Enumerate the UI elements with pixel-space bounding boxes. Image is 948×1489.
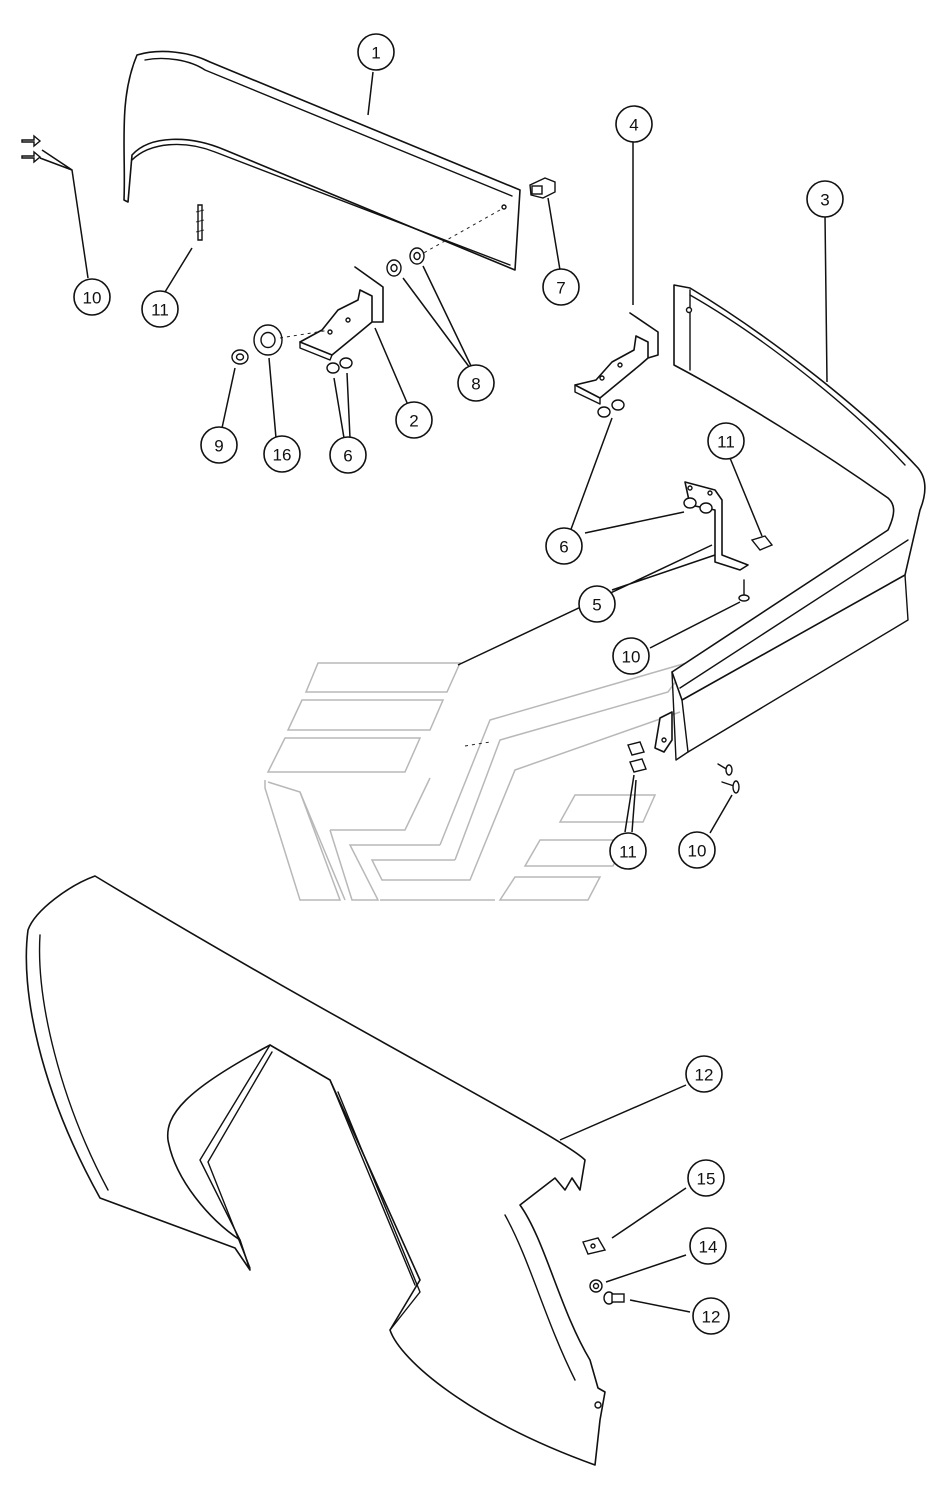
callout-circle — [615, 105, 653, 143]
callout-clips-lower: 11 — [609, 832, 647, 870]
callout-number: 10 — [622, 648, 641, 667]
callout-nuts-right-brackets: 6 — [545, 527, 583, 565]
callout-circle — [542, 268, 580, 306]
callout-front-fender-panel: 1 — [357, 33, 395, 71]
callout-bubbles: 1 10 11 7 4 3 8 2 9 16 6 11 6 5 10 11 10 12 15 14 12 — [73, 33, 844, 1335]
callout-circle — [395, 401, 433, 439]
callout-number: 2 — [409, 412, 418, 431]
side-cover — [25, 875, 606, 1466]
bolt — [529, 177, 556, 199]
leader-lines — [39, 71, 828, 1313]
front-fender-panel — [123, 50, 521, 271]
callout-number: 15 — [697, 1170, 716, 1189]
callout-number: 8 — [471, 375, 480, 394]
callout-bolt-side-cover: 12 — [692, 1297, 730, 1335]
callout-number: 14 — [699, 1238, 718, 1257]
callout-number: 3 — [820, 191, 829, 210]
callout-rear-fender-panel: 3 — [806, 180, 844, 218]
callout-screw-pair-upper-left: 10 — [73, 278, 111, 316]
hardware — [21, 134, 774, 1305]
callout-circle — [692, 1297, 730, 1335]
callout-number: 12 — [702, 1308, 721, 1327]
callout-right-bracket: 4 — [615, 105, 653, 143]
callout-number: 6 — [343, 447, 352, 466]
callout-circle — [329, 436, 367, 474]
callout-number: 4 — [629, 116, 638, 135]
panel-hole — [501, 204, 507, 210]
callout-number: 10 — [688, 842, 707, 861]
right-bracket — [574, 312, 659, 405]
cover-hole — [594, 1401, 602, 1409]
rear-fender-panel — [671, 284, 926, 761]
callout-circle — [689, 1227, 727, 1265]
callout-circle — [687, 1159, 725, 1197]
callout-clip-upper-left: 11 — [141, 290, 179, 328]
callout-lower-bracket: 5 — [578, 585, 616, 623]
callout-number: 6 — [559, 538, 568, 557]
callout-circle — [707, 422, 745, 460]
callout-circle — [578, 585, 616, 623]
callout-large-washer: 16 — [263, 435, 301, 473]
callout-circle — [457, 364, 495, 402]
callout-circle — [678, 831, 716, 869]
callout-number: 5 — [592, 596, 601, 615]
callout-side-cover: 12 — [685, 1055, 723, 1093]
assembly-lines — [279, 209, 501, 747]
callout-circle — [141, 290, 179, 328]
callout-number: 10 — [83, 289, 102, 308]
callout-washer-pair: 8 — [457, 364, 495, 402]
lower-tab-bracket — [654, 711, 673, 753]
callout-circle — [357, 33, 395, 71]
callout-circle — [806, 180, 844, 218]
screw — [21, 134, 42, 148]
callout-number: 16 — [273, 446, 292, 465]
callout-circle — [609, 832, 647, 870]
lower-bracket — [684, 481, 749, 571]
callout-number: 12 — [695, 1066, 714, 1085]
callout-circle — [200, 426, 238, 464]
callout-number: 9 — [214, 437, 223, 456]
callout-screw-lower-bracket: 10 — [612, 637, 650, 675]
callout-nut: 9 — [200, 426, 238, 464]
callout-screws-lower-right: 10 — [678, 831, 716, 869]
callout-circle — [612, 637, 650, 675]
callout-circle — [73, 278, 111, 316]
callout-number: 11 — [619, 843, 637, 862]
callout-circle — [545, 527, 583, 565]
panel-hole — [685, 306, 693, 314]
callout-clip-side-cover: 15 — [687, 1159, 725, 1197]
callout-circle — [263, 435, 301, 473]
left-bracket — [299, 266, 384, 361]
screw — [21, 150, 42, 164]
callout-number: 11 — [151, 301, 169, 320]
callout-bolt: 7 — [542, 268, 580, 306]
watermark-logo — [264, 660, 692, 901]
callout-left-bracket: 2 — [395, 401, 433, 439]
callout-circle — [685, 1055, 723, 1093]
callout-clip-right-bracket: 11 — [707, 422, 745, 460]
callout-number: 11 — [717, 433, 735, 452]
callout-nuts-left-bracket: 6 — [329, 436, 367, 474]
callout-number: 7 — [556, 279, 565, 298]
callout-number: 1 — [371, 44, 380, 63]
callout-washer-side-cover: 14 — [689, 1227, 727, 1265]
